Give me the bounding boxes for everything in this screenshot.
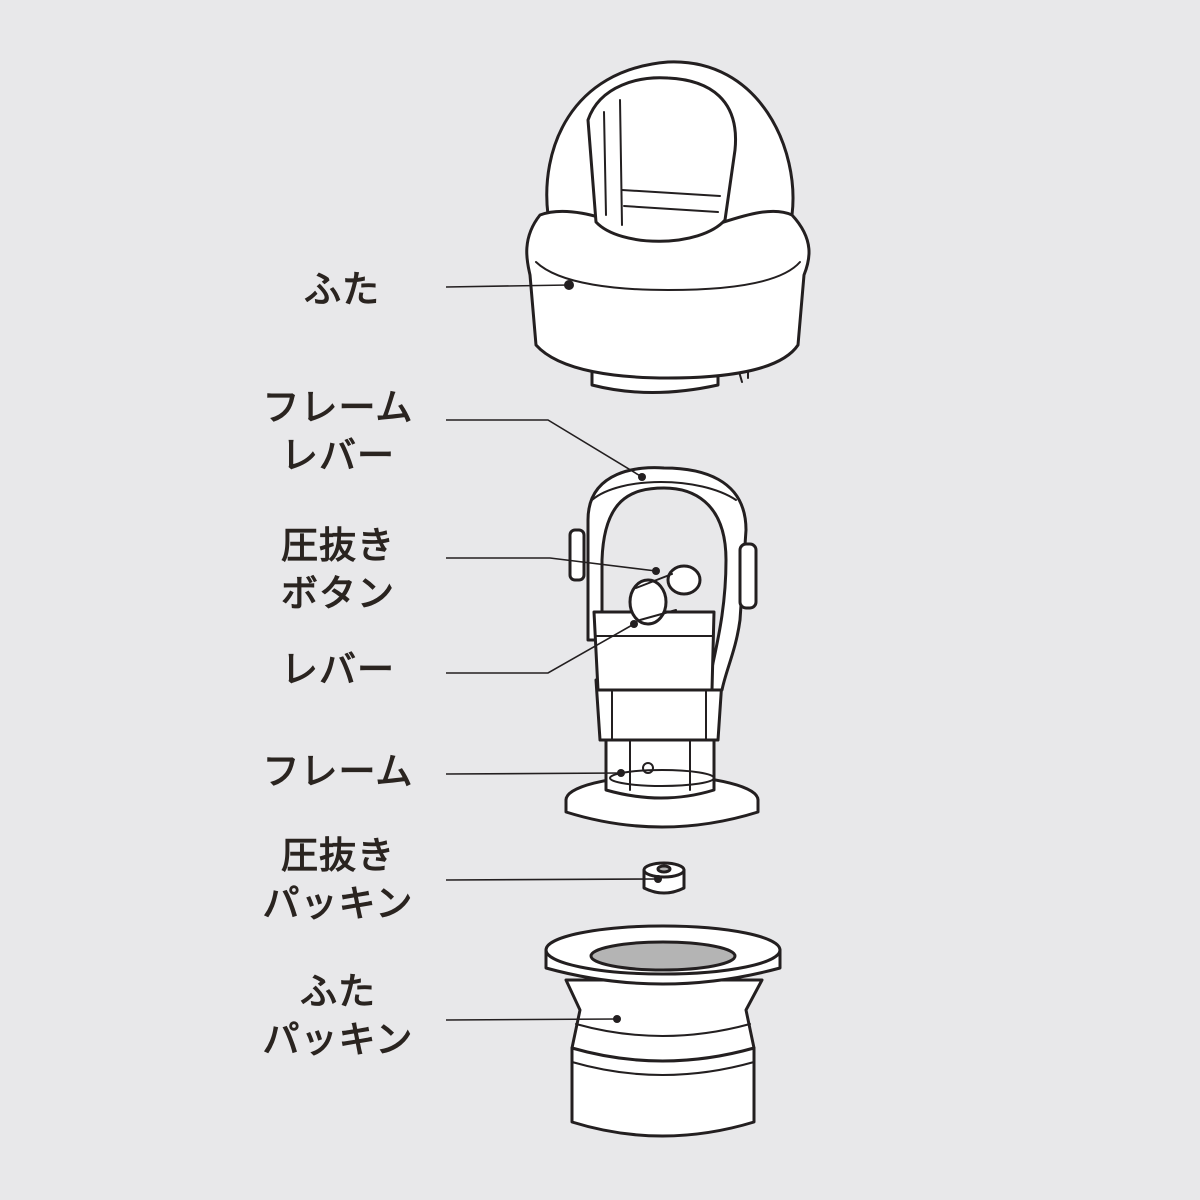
label-pressure-button: 圧抜き ボタン <box>281 524 395 615</box>
label-pressure-packing: 圧抜き パッキン <box>262 834 414 925</box>
label-lever: レバー <box>281 648 395 691</box>
leader-lines <box>445 284 659 1021</box>
label-frame: フレーム <box>262 750 414 793</box>
frame-assembly-part <box>564 466 760 829</box>
lid-packing-part <box>544 924 782 1138</box>
lid-part <box>525 60 811 394</box>
pressure-packing-part <box>642 861 686 895</box>
label-frame-lever: フレーム レバー <box>262 386 414 477</box>
label-lid: ふた <box>304 268 380 311</box>
label-lid-packing: ふた パッキン <box>262 970 414 1061</box>
